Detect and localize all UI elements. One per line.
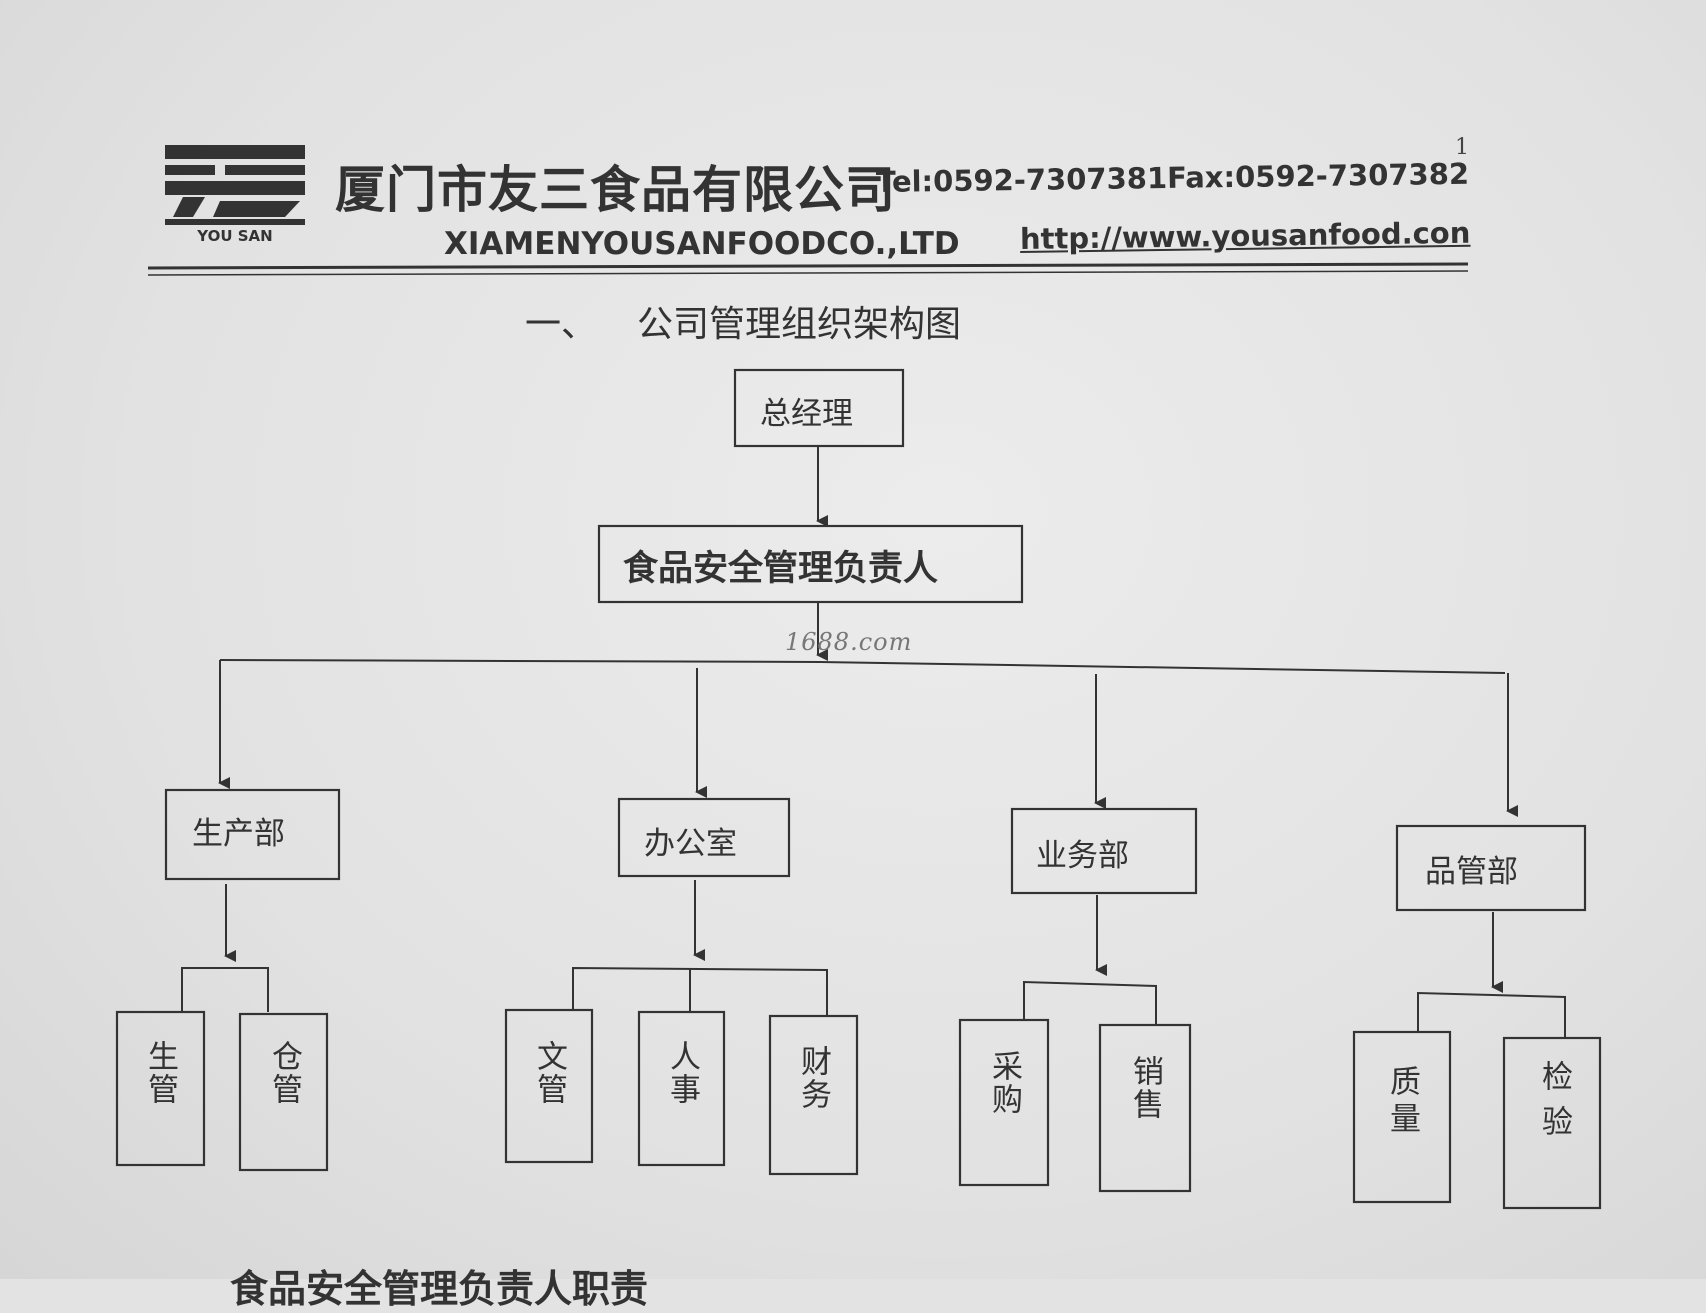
sub-box-office-3: [768, 1014, 859, 1176]
node-sub-quality-1: 质量: [1384, 1065, 1420, 1139]
header-rule-bottom: [147, 270, 1469, 276]
page-number: 1: [1455, 135, 1469, 160]
section-title: 公司管理组织架构图: [637, 304, 962, 345]
node-dept-quality: 品管部: [1425, 854, 1518, 890]
node-sub-office-2: 人事: [664, 1040, 700, 1106]
bracket-office: [572, 966, 828, 1015]
node-sub-office-1: 文管: [531, 1040, 567, 1106]
sub-box-production-2: [238, 1012, 329, 1172]
company-name-en: XIAMENYOUSANFOODCO.,LTD: [444, 226, 960, 262]
sub-box-quality-2: [1502, 1036, 1602, 1210]
bracket-quality: [1417, 991, 1566, 1038]
food-safety-manager-box: [597, 524, 1024, 604]
bracket-business: [1023, 980, 1157, 1026]
header-rule-top: [147, 262, 1469, 270]
section-number: 一、: [525, 304, 598, 345]
node-sub-business-2: 销售: [1127, 1055, 1163, 1121]
sub-box-quality-1: [1352, 1030, 1452, 1204]
logo-text: YOU SAN: [196, 227, 272, 245]
next-section-heading-partial: 食品安全管理负责人职责: [230, 1267, 649, 1311]
node-dept-business: 业务部: [1036, 838, 1129, 874]
sub-box-office-1: [504, 1008, 594, 1164]
node-sub-office-3: 财务: [795, 1045, 831, 1111]
node-root: 总经理: [760, 396, 853, 432]
dept-box-quality: [1395, 824, 1587, 912]
node-sub-business-1: 采购: [986, 1050, 1022, 1116]
dept-box-business: [1010, 807, 1198, 895]
node-food-safety-manager: 食品安全管理负责人: [623, 549, 939, 589]
org-chart-lines: [115, 262, 1602, 1210]
node-dept-office: 办公室: [644, 826, 737, 862]
sub-box-production-1: [115, 1010, 206, 1167]
bracket-production: [181, 967, 269, 1012]
watermark: 1688.com: [785, 628, 913, 656]
distribution-line: [219, 659, 1506, 674]
company-name-cn: 厦门市友三食品有限公司: [335, 161, 896, 219]
node-sub-production-1: 生管: [142, 1040, 178, 1106]
sub-box-office-2: [637, 1010, 726, 1167]
sub-box-business-2: [1098, 1023, 1192, 1193]
node-sub-quality-2: 检验: [1536, 1060, 1572, 1150]
company-logo: YOU SAN: [165, 145, 305, 245]
node-sub-production-2: 仓管: [266, 1040, 302, 1106]
sub-box-business-1: [958, 1018, 1050, 1187]
node-dept-production: 生产部: [192, 816, 285, 852]
dept-box-production: [164, 788, 341, 881]
dept-box-office: [617, 797, 791, 878]
section-heading: 一、公司管理组织架构图: [525, 295, 961, 347]
